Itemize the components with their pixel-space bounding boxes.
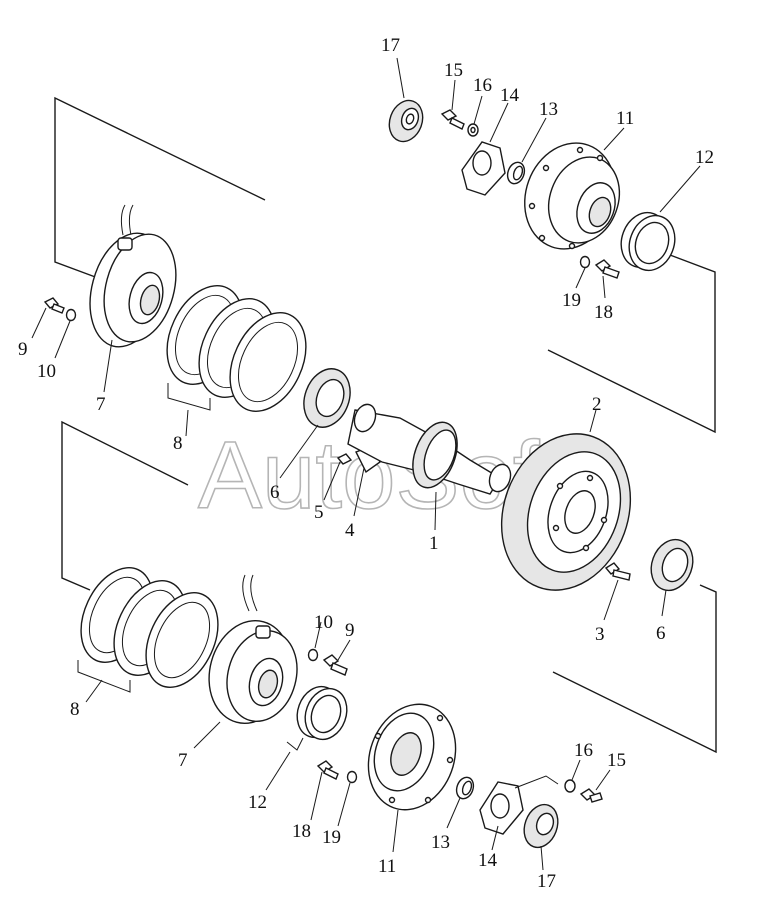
washer-19-top — [579, 255, 591, 269]
callout-19-bottom: 19 — [322, 827, 341, 848]
bevel-gear-2 — [500, 433, 632, 591]
lower-left-bracket — [61, 420, 189, 591]
brake-housing-7-bottom — [208, 574, 298, 724]
callout-14-bottom: 14 — [478, 850, 498, 871]
brake-discs-8-left — [166, 285, 307, 412]
pinion-shaft-1 — [347, 403, 512, 495]
ring-12-bottom — [286, 685, 348, 751]
callout-3: 3 — [595, 624, 605, 645]
upper-right-bracket — [547, 254, 716, 434]
callout-10-bottom: 10 — [314, 612, 333, 633]
callout-19-top: 19 — [562, 290, 581, 311]
callout-16-bottom: 16 — [574, 740, 593, 761]
seal-13-top — [506, 161, 526, 185]
callout-7-left: 7 — [96, 394, 106, 415]
ring-12-top — [620, 211, 676, 272]
callout-13-top: 13 — [539, 99, 558, 120]
callout-8-bottom: 8 — [70, 699, 80, 720]
callout-9-left: 9 — [18, 339, 28, 360]
callout-18-bottom: 18 — [292, 821, 311, 842]
washer-16-bottom — [564, 779, 576, 793]
bolt-5 — [336, 453, 353, 465]
bolt-15-top — [440, 109, 465, 130]
callout-11-top: 11 — [616, 108, 634, 129]
bolt-18-bottom — [316, 760, 339, 780]
flange-housing-11-top — [524, 142, 621, 250]
brake-discs-8-bottom — [77, 567, 219, 693]
callout-15-bottom: 15 — [607, 750, 626, 771]
bolt-9-bottom — [322, 654, 348, 676]
lower-right-bracket — [552, 584, 717, 754]
callout-16-top: 16 — [473, 75, 492, 96]
callout-13-bottom: 13 — [431, 832, 450, 853]
callout-12-bottom: 12 — [248, 792, 267, 813]
bearing-17-bottom — [523, 803, 559, 849]
brake-housing-7-left — [89, 204, 177, 348]
seal-13-bottom — [455, 776, 475, 800]
bearing-17-top — [388, 99, 424, 143]
bearing-6-middle — [303, 368, 351, 428]
washer-10-bottom — [307, 648, 319, 662]
flange-housing-11-bottom — [367, 703, 457, 811]
callout-7-bottom: 7 — [178, 750, 188, 771]
bolt-18-top — [594, 259, 620, 279]
washer-19-bottom — [346, 770, 358, 784]
callout-4: 4 — [345, 520, 355, 541]
bolt-3 — [604, 562, 631, 581]
callout-labels: 17 15 16 14 13 11 12 19 18 9 10 7 8 6 5 … — [18, 35, 714, 892]
leader-lines — [31, 57, 701, 871]
bolt-15-bottom — [579, 788, 603, 803]
gasket-14-top — [461, 141, 506, 196]
callout-15-top: 15 — [444, 60, 463, 81]
callout-10-left: 10 — [37, 361, 56, 382]
callout-6-middle: 6 — [270, 482, 280, 503]
callout-17-top: 17 — [381, 35, 400, 56]
callout-8-left: 8 — [173, 433, 183, 454]
callout-1: 1 — [429, 533, 439, 554]
bearing-6-right — [650, 538, 694, 592]
callout-12-top: 12 — [695, 147, 714, 168]
washer-10-left — [65, 308, 77, 322]
callout-9-bottom: 9 — [345, 620, 355, 641]
washer-16-top — [467, 123, 479, 137]
callout-6-right: 6 — [656, 623, 666, 644]
callout-11-bottom: 11 — [378, 856, 396, 877]
gasket-14-bottom — [479, 775, 559, 835]
callout-14-top: 14 — [500, 85, 520, 106]
callout-5: 5 — [314, 502, 324, 523]
callout-17-bottom: 17 — [537, 871, 556, 892]
upper-left-bracket — [54, 96, 266, 279]
callout-2: 2 — [592, 394, 602, 415]
callout-18-top: 18 — [594, 302, 613, 323]
bolt-9-left — [43, 297, 65, 314]
